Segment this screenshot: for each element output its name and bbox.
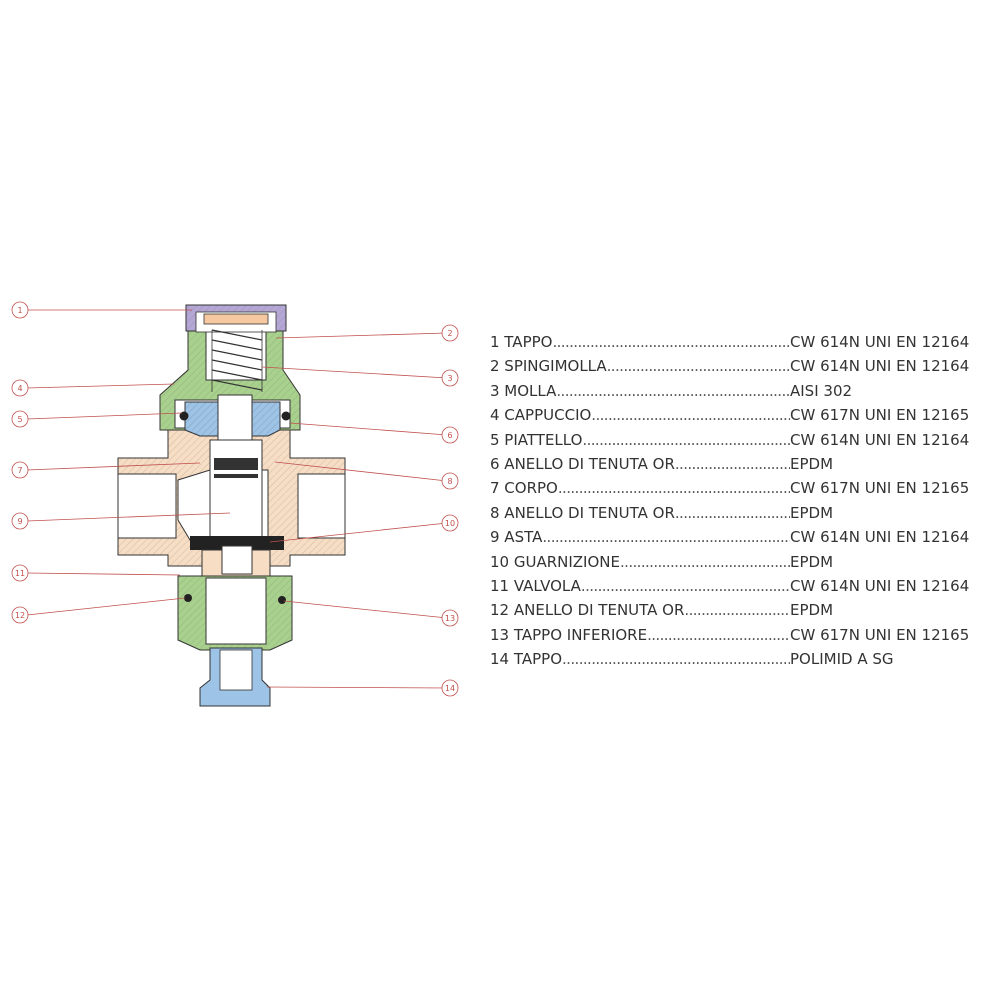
part-material: POLIMID A SG xyxy=(790,650,894,669)
part-material: CW 617N UNI EN 12165 xyxy=(790,406,970,425)
part-material: CW 617N UNI EN 12165 xyxy=(790,479,970,498)
callout-label: 9 xyxy=(17,517,22,526)
parts-list-item: 8 ANELLO DI TENUTA OR EPDM xyxy=(490,501,990,525)
part-material: CW 614N UNI EN 12164 xyxy=(790,576,970,595)
callout-group xyxy=(26,309,448,689)
leader-dots xyxy=(556,379,790,403)
callout-label: 4 xyxy=(17,384,22,393)
callout-label: 7 xyxy=(17,466,22,475)
part-material: EPDM xyxy=(790,503,834,522)
callout-label: 5 xyxy=(17,415,22,424)
parts-list-item: 3 MOLLA AISI 302 xyxy=(490,379,990,403)
lower-plug-part xyxy=(177,575,293,651)
part-material: CW 614N UNI EN 12164 xyxy=(790,357,970,376)
callout-5: 5 xyxy=(11,410,29,428)
parts-list-item: 1 TAPPO CW 614N UNI EN 12164 xyxy=(490,330,990,354)
parts-list-item: 5 PIATTELLO CW 614N UNI EN 12164 xyxy=(490,428,990,452)
parts-list-item: 10 GUARNIZIONE EPDM xyxy=(490,550,990,574)
part-label: 13 TAPPO INFERIORE xyxy=(490,625,648,644)
callout-10: 10 xyxy=(441,514,459,532)
leader-dots xyxy=(620,550,790,574)
parts-list-item: 6 ANELLO DI TENUTA OR EPDM xyxy=(490,452,990,476)
leader-dots xyxy=(675,452,790,476)
part-material: EPDM xyxy=(790,601,834,620)
callout-label: 10 xyxy=(445,519,455,528)
callout-7: 7 xyxy=(11,461,29,479)
callout-3: 3 xyxy=(441,369,459,387)
part-label: 8 ANELLO DI TENUTA OR xyxy=(490,503,675,522)
leader-dots xyxy=(581,574,790,598)
leader-dots xyxy=(607,354,790,378)
leader-dots xyxy=(558,476,790,500)
parts-list-item: 7 CORPO CW 617N UNI EN 12165 xyxy=(490,476,990,500)
part-label: 11 VALVOLA xyxy=(490,576,581,595)
part-label: 1 TAPPO xyxy=(490,333,553,351)
parts-list-item: 12 ANELLO DI TENUTA OR EPDM xyxy=(490,598,990,622)
parts-list-item: 11 VALVOLA CW 614N UNI EN 12164 xyxy=(490,574,990,598)
callout-1: 1 xyxy=(11,301,29,319)
part-material: CW 614N UNI EN 12164 xyxy=(790,528,970,547)
parts-list-item: 14 TAPPO POLIMID A SG xyxy=(490,647,990,671)
callout-14: 14 xyxy=(441,679,459,697)
callout-label: 6 xyxy=(447,431,452,440)
callout-label: 3 xyxy=(447,374,452,383)
callout-label: 11 xyxy=(15,569,25,578)
leader-dots xyxy=(591,403,790,427)
bottom-cap-part xyxy=(199,647,271,707)
part-label: 10 GUARNIZIONE xyxy=(490,552,620,571)
part-label: 14 TAPPO xyxy=(490,650,563,669)
part-material: AISI 302 xyxy=(790,381,853,400)
parts-list-item: 2 SPINGIMOLLA CW 614N UNI EN 12164 xyxy=(490,354,990,378)
parts-list: 1 TAPPO CW 614N UNI EN 12164 2 SPINGIMOLL… xyxy=(490,330,990,671)
parts-list-item: 13 TAPPO INFERIORE CW 617N UNI EN 12165 xyxy=(490,623,990,647)
leader-dots xyxy=(647,623,790,647)
callout-9: 9 xyxy=(11,512,29,530)
parts-list-item: 4 CAPPUCCIO CW 617N UNI EN 12165 xyxy=(490,403,990,427)
callout-12: 12 xyxy=(11,606,29,624)
leader-dots xyxy=(684,598,790,622)
leader-dots xyxy=(542,525,790,549)
callout-8: 8 xyxy=(441,472,459,490)
parts-list-item: 9 ASTA CW 614N UNI EN 12164 xyxy=(490,525,990,549)
part-label: 6 ANELLO DI TENUTA OR xyxy=(490,454,675,473)
part-label: 7 CORPO xyxy=(490,479,558,498)
part-material: CW 614N UNI EN 12164 xyxy=(790,430,970,449)
part-label: 12 ANELLO DI TENUTA OR xyxy=(490,601,685,620)
stem-part xyxy=(209,394,263,541)
part-label: 2 SPINGIMOLLA xyxy=(490,357,607,376)
part-label: 3 MOLLA xyxy=(490,381,557,400)
valve-seat-part xyxy=(190,536,284,577)
callout-label: 13 xyxy=(445,614,455,623)
leader-dots xyxy=(552,330,790,354)
callout-label: 12 xyxy=(15,611,25,620)
part-material: EPDM xyxy=(790,552,834,571)
spring-part xyxy=(203,313,269,392)
callout-label: 1 xyxy=(17,306,22,315)
part-label: 5 PIATTELLO xyxy=(490,430,583,449)
callout-2: 2 xyxy=(441,324,459,342)
leader-dots xyxy=(675,501,790,525)
callout-11: 11 xyxy=(11,564,29,582)
callout-label: 8 xyxy=(447,477,452,486)
leader-dots xyxy=(582,428,790,452)
callout-label: 2 xyxy=(447,329,452,338)
callout-6: 6 xyxy=(441,426,459,444)
callout-label: 14 xyxy=(445,684,455,693)
part-label: 4 CAPPUCCIO xyxy=(490,406,592,425)
callout-4: 4 xyxy=(11,379,29,397)
callout-13: 13 xyxy=(441,609,459,627)
part-label: 9 ASTA xyxy=(490,528,543,547)
leader-dots xyxy=(562,647,790,671)
part-material: CW 614N UNI EN 12164 xyxy=(790,333,970,351)
part-material: CW 617N UNI EN 12165 xyxy=(790,625,970,644)
part-material: EPDM xyxy=(790,454,834,473)
